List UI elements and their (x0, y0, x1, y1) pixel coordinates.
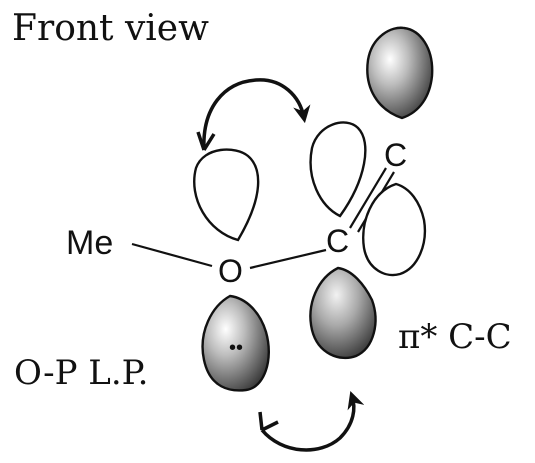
upper-carbon-bottom-lobe (362, 182, 427, 277)
carbon-upper-label: C (384, 137, 407, 173)
diagram-title: Front view (12, 8, 209, 49)
oxygen-upper-lobe (193, 148, 260, 242)
upper-carbon-top-lobe (366, 26, 434, 120)
oxygen-lone-pair-lobe (201, 294, 270, 392)
top-arrow (202, 78, 311, 151)
pi-star-label: π* C-C (398, 317, 512, 357)
carbon-upper-lobe (309, 121, 367, 218)
carbon-lower-label: C (326, 223, 349, 259)
methyl-label: Me (66, 224, 113, 262)
oxygen-label: O (218, 253, 243, 289)
bond-c-c-a (349, 167, 387, 229)
bottom-arrow (260, 391, 365, 452)
bottom-arrow-head-left (258, 411, 279, 432)
bond-o-c (249, 248, 327, 270)
lone-pair-label: O-P L.P. (14, 353, 148, 393)
lone-pair-dots: •• (229, 337, 243, 359)
top-arrow-head-left (196, 131, 216, 151)
carbon-lower-lobe (309, 266, 377, 360)
bond-me-o (131, 242, 213, 268)
